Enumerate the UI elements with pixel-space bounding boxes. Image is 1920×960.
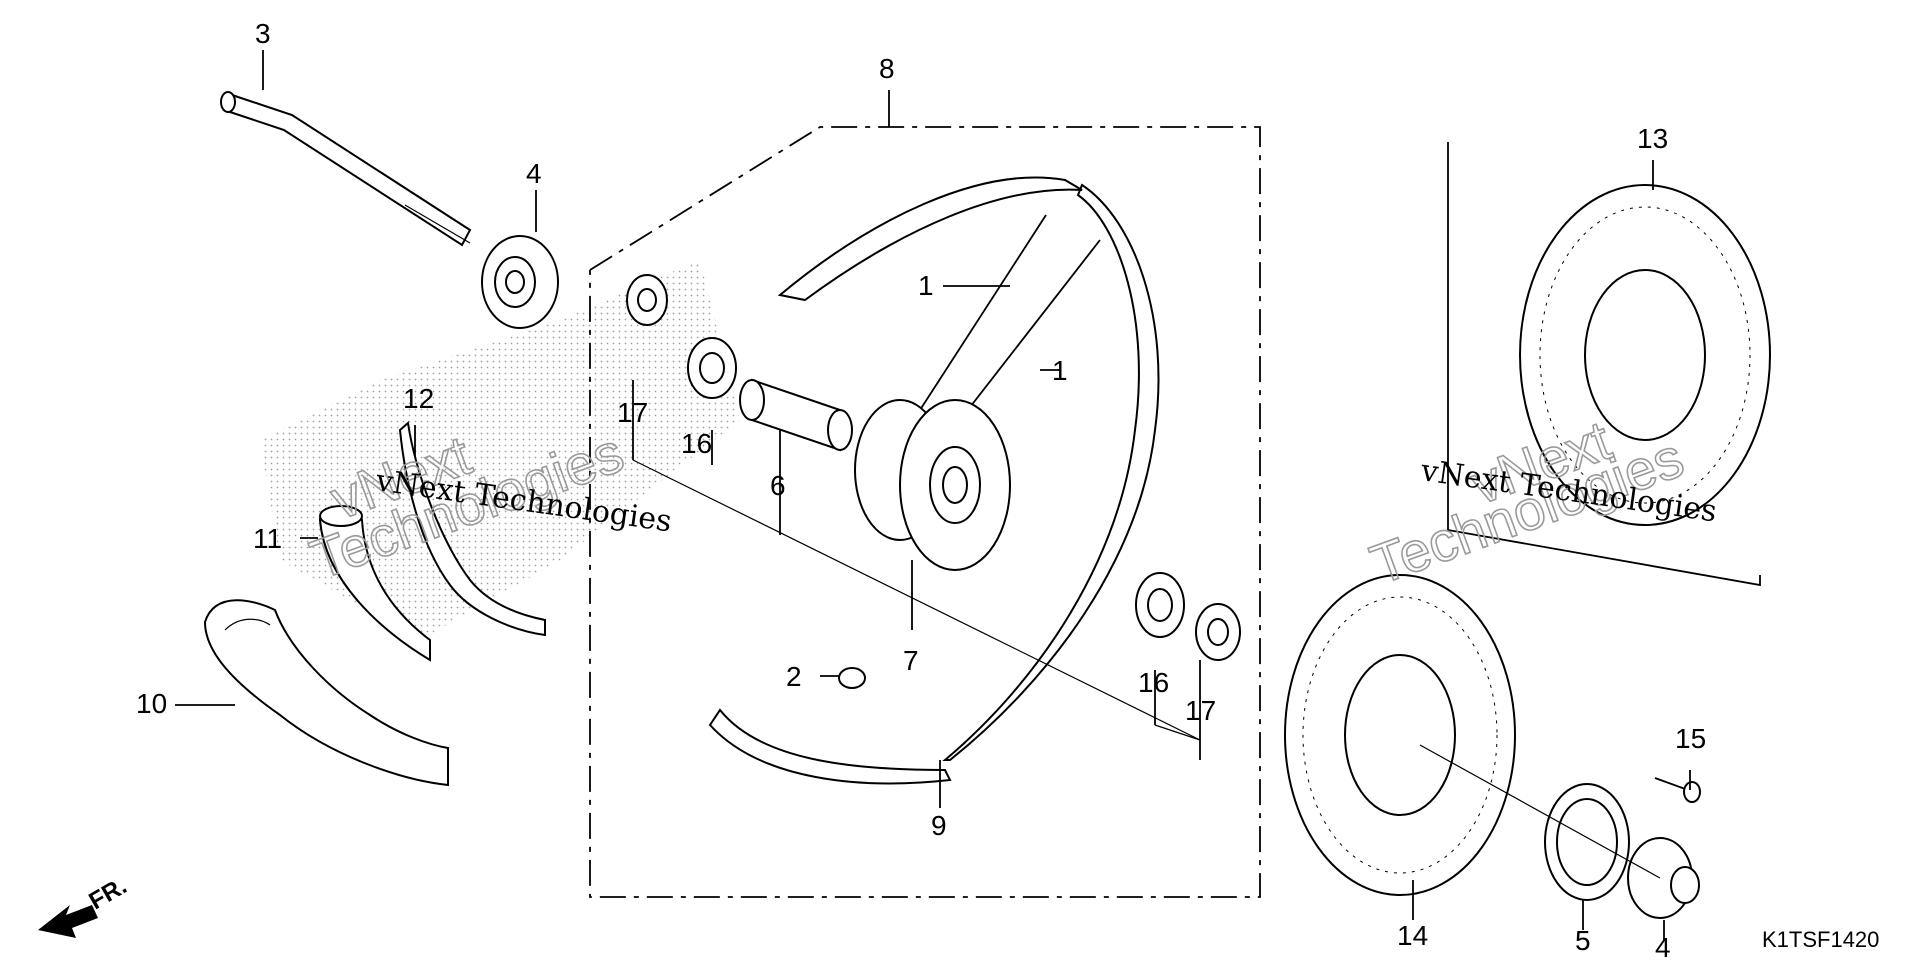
bearing-17-left <box>626 274 668 326</box>
callout-2: 2 <box>786 661 802 692</box>
brake-disc-upper <box>1519 184 1771 526</box>
callout-1-a: 1 <box>918 270 934 301</box>
axle-collar-bottom <box>1627 837 1700 919</box>
callout-10: 10 <box>136 688 167 719</box>
axle-collar-top <box>481 235 559 329</box>
inner-tube <box>318 505 431 662</box>
valve-cap <box>838 667 866 689</box>
callout-labels: 3 4 8 1 1 17 16 6 7 12 11 10 2 9 16 17 1… <box>136 18 1706 960</box>
disc-bolt <box>1654 777 1701 803</box>
wheel-hub <box>854 399 1011 571</box>
wheel-rim <box>708 176 1160 785</box>
bearing-17-right <box>1195 603 1241 661</box>
disc-group-frame <box>1447 142 1761 587</box>
pulser-ring <box>1544 783 1630 901</box>
bearing-16-right <box>1135 572 1185 638</box>
wheel-assembly-frame <box>589 126 1261 898</box>
shading-area <box>260 260 740 640</box>
rim-strip <box>398 421 546 637</box>
diagram-code: K1TSF1420 <box>1762 927 1879 952</box>
callout-14: 14 <box>1397 920 1428 951</box>
callout-9: 9 <box>931 810 947 841</box>
callout-8: 8 <box>879 53 895 84</box>
callout-15: 15 <box>1675 723 1706 754</box>
callout-6: 6 <box>770 470 786 501</box>
callout-5: 5 <box>1575 925 1591 956</box>
rim-band <box>203 599 449 787</box>
callout-17-left: 17 <box>617 397 648 428</box>
callout-16-left: 16 <box>681 428 712 459</box>
callout-13: 13 <box>1637 123 1668 154</box>
distance-collar <box>739 378 853 452</box>
callout-4-bottom: 4 <box>1655 932 1671 960</box>
bearing-16-left <box>687 337 737 399</box>
callout-12: 12 <box>403 383 434 414</box>
callout-17-right: 17 <box>1185 695 1216 726</box>
front-direction-arrow: FR. <box>38 872 131 938</box>
callout-1-b: 1 <box>1052 355 1068 386</box>
callout-4-top: 4 <box>526 158 542 189</box>
callout-3: 3 <box>255 18 271 49</box>
leader-lines <box>175 50 1691 940</box>
callout-11: 11 <box>253 523 282 554</box>
spokes <box>919 214 1101 421</box>
brake-disc-lower <box>1284 574 1516 896</box>
front-axle <box>220 91 472 247</box>
callout-16-right: 16 <box>1138 667 1169 698</box>
callout-7: 7 <box>903 645 919 676</box>
